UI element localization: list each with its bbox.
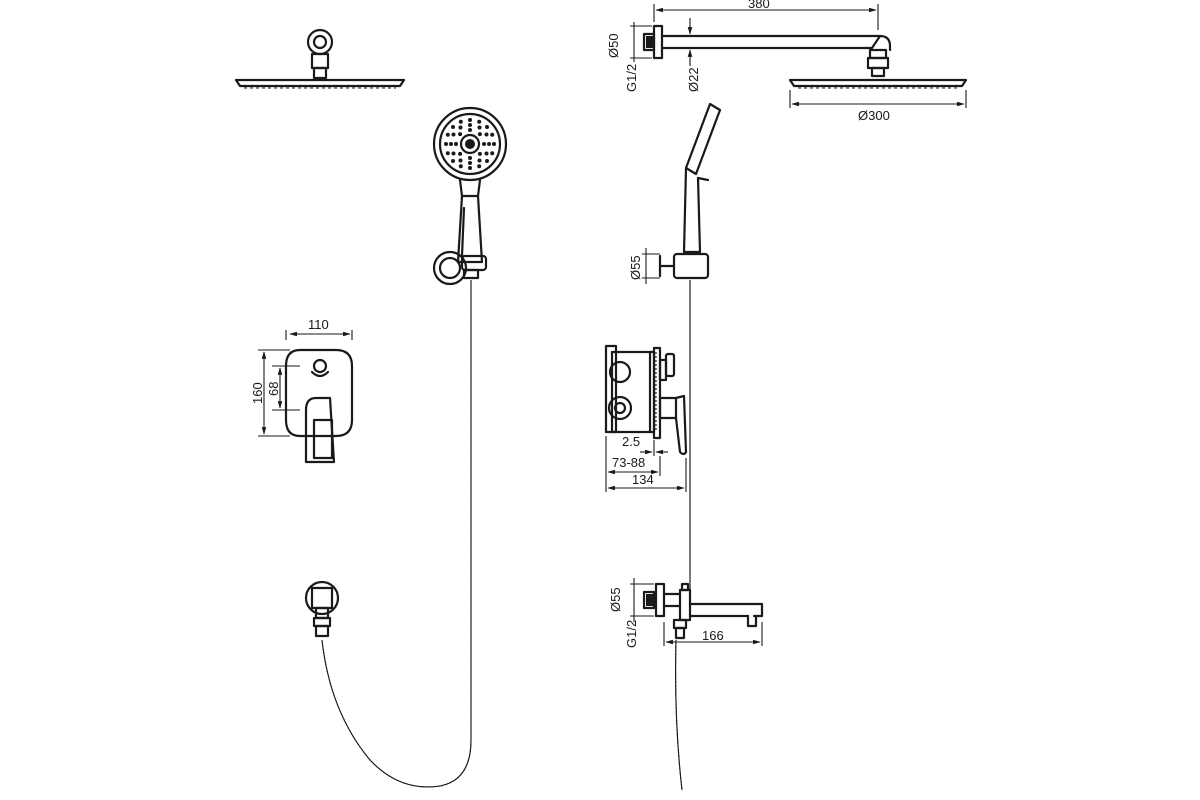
spray-nozzle-dot <box>458 132 463 137</box>
spray-nozzle-dot <box>449 142 453 146</box>
panel-dimensions: 110 160 68 <box>250 317 353 437</box>
spout-length-label: 166 <box>702 628 724 643</box>
panel-inner-label: 68 <box>266 382 281 396</box>
spray-nozzle-dot <box>477 125 482 130</box>
rain-head-front-view <box>234 28 406 89</box>
spray-nozzle-pattern <box>444 118 496 170</box>
box-total-label: 134 <box>632 472 654 487</box>
spray-nozzle-dot <box>482 142 486 146</box>
thread-top-label: G1/2 <box>624 64 639 92</box>
spray-nozzle-dot <box>458 119 463 124</box>
spray-nozzle-dot <box>468 123 472 127</box>
hand-shower-front-view <box>432 106 508 286</box>
shower-arm-side-view <box>642 24 968 89</box>
arm-dia-label: Ø22 <box>686 67 701 92</box>
panel-width-label: 110 <box>308 317 329 332</box>
hand-shower-side-view <box>658 102 722 280</box>
box-offset-label: 2.5 <box>622 434 640 449</box>
spray-nozzle-dot <box>477 132 482 137</box>
panel-height-label: 160 <box>250 382 265 404</box>
arm-length-label: 380 <box>748 0 770 11</box>
spray-nozzle-dot <box>485 125 489 129</box>
spray-nozzle-dot <box>451 159 455 163</box>
in-wall-box-side-view <box>604 344 688 456</box>
spray-nozzle-dot <box>477 164 482 169</box>
wall-flange-dia-label: Ø50 <box>606 33 621 58</box>
spout-flange-dia-label: Ø55 <box>608 587 623 612</box>
spray-nozzle-dot <box>445 132 450 137</box>
spray-nozzle-dot <box>468 128 472 132</box>
bath-spout-side-view <box>642 582 764 640</box>
spray-nozzle-dot <box>458 158 463 163</box>
rain-head-dia-label: Ø300 <box>858 108 890 123</box>
spray-nozzle-dot <box>458 164 463 169</box>
spray-nozzle-dot <box>468 118 472 122</box>
spray-nozzle-dot <box>490 151 495 156</box>
hose-right-view <box>675 280 691 791</box>
spray-nozzle-dot <box>451 132 456 137</box>
spray-nozzle-dot <box>458 151 463 156</box>
spray-nozzle-dot <box>492 142 496 146</box>
spray-nozzle-dot <box>451 125 455 129</box>
mixer-panel-front-view <box>284 348 354 464</box>
spray-nozzle-dot <box>458 125 463 130</box>
hose-left-view <box>321 280 472 788</box>
holder-dimensions: Ø55 <box>628 248 660 284</box>
spray-nozzle-dot <box>490 132 495 137</box>
wall-outlet-left-view <box>304 580 340 638</box>
spray-nozzle-dot <box>451 151 456 156</box>
thread-bottom-label: G1/2 <box>624 620 639 648</box>
spray-nozzle-dot <box>454 142 458 146</box>
spray-nozzle-dot <box>444 142 448 146</box>
holder-dia-label: Ø55 <box>628 255 643 280</box>
spray-nozzle-dot <box>477 158 482 163</box>
spray-nozzle-dot <box>477 119 482 124</box>
spray-nozzle-dot <box>468 161 472 165</box>
spray-nozzle-dot <box>468 156 472 160</box>
box-dimensions: 2.5 73-88 134 <box>605 434 687 492</box>
spray-nozzle-dot <box>477 151 482 156</box>
spray-nozzle-dot <box>485 159 489 163</box>
spray-nozzle-dot <box>484 151 489 156</box>
spray-nozzle-dot <box>445 151 450 156</box>
arm-dimensions: 380 Ø50 G1/2 Ø22 Ø300 <box>606 0 967 123</box>
spray-nozzle-dot <box>468 166 472 170</box>
spout-dimensions: Ø55 G1/2 166 <box>608 578 763 648</box>
spray-nozzle-dot <box>484 132 489 137</box>
box-depth-range-label: 73-88 <box>612 455 645 470</box>
spray-nozzle-dot <box>487 142 491 146</box>
